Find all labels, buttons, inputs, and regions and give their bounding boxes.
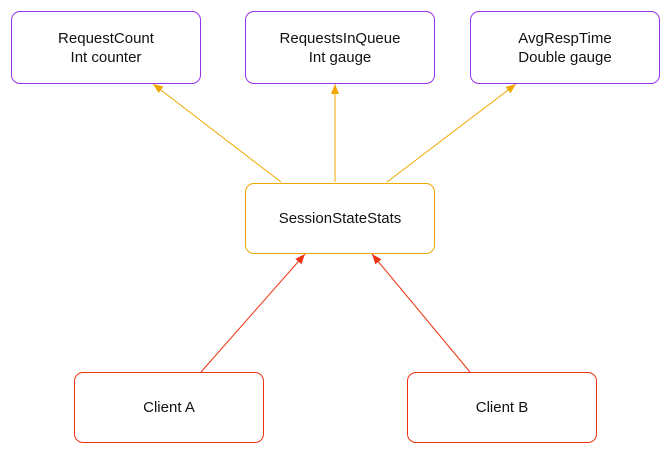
- node-avg-resp-time-type: Double gauge: [518, 48, 612, 66]
- edge-stats-to-avg-resp-time: [386, 83, 517, 183]
- node-session-state-stats: SessionStateStats: [245, 183, 435, 254]
- arrowhead-client-a-to-stats: [295, 254, 305, 265]
- node-client-b: Client B: [407, 372, 597, 443]
- node-client-a-label: Client A: [143, 399, 195, 416]
- node-request-count-name: RequestCount: [58, 29, 154, 47]
- arrowhead-request-count: [153, 84, 164, 93]
- node-request-count-type: Int counter: [70, 48, 142, 66]
- edge-client-a-to-stats: [200, 253, 306, 373]
- node-client-b-label: Client B: [475, 399, 529, 416]
- node-requests-in-queue-type: Int gauge: [308, 48, 372, 66]
- arrowhead-client-b-to-stats: [372, 254, 382, 265]
- arrowhead-requests-in-queue: [331, 84, 339, 94]
- node-avg-resp-time: AvgRespTime Double gauge: [470, 11, 660, 84]
- edge-client-b-to-stats: [371, 253, 471, 373]
- node-requests-in-queue: RequestsInQueue Int gauge: [245, 11, 435, 84]
- node-requests-in-queue-name: RequestsInQueue: [279, 29, 401, 47]
- node-client-a: Client A: [74, 372, 264, 443]
- node-session-state-stats-label: SessionStateStats: [278, 210, 402, 227]
- arrowhead-avg-resp-time: [505, 84, 516, 94]
- node-avg-resp-time-name: AvgRespTime: [518, 29, 612, 47]
- edge-stats-to-request-count: [152, 83, 282, 183]
- node-request-count: RequestCount Int counter: [11, 11, 201, 84]
